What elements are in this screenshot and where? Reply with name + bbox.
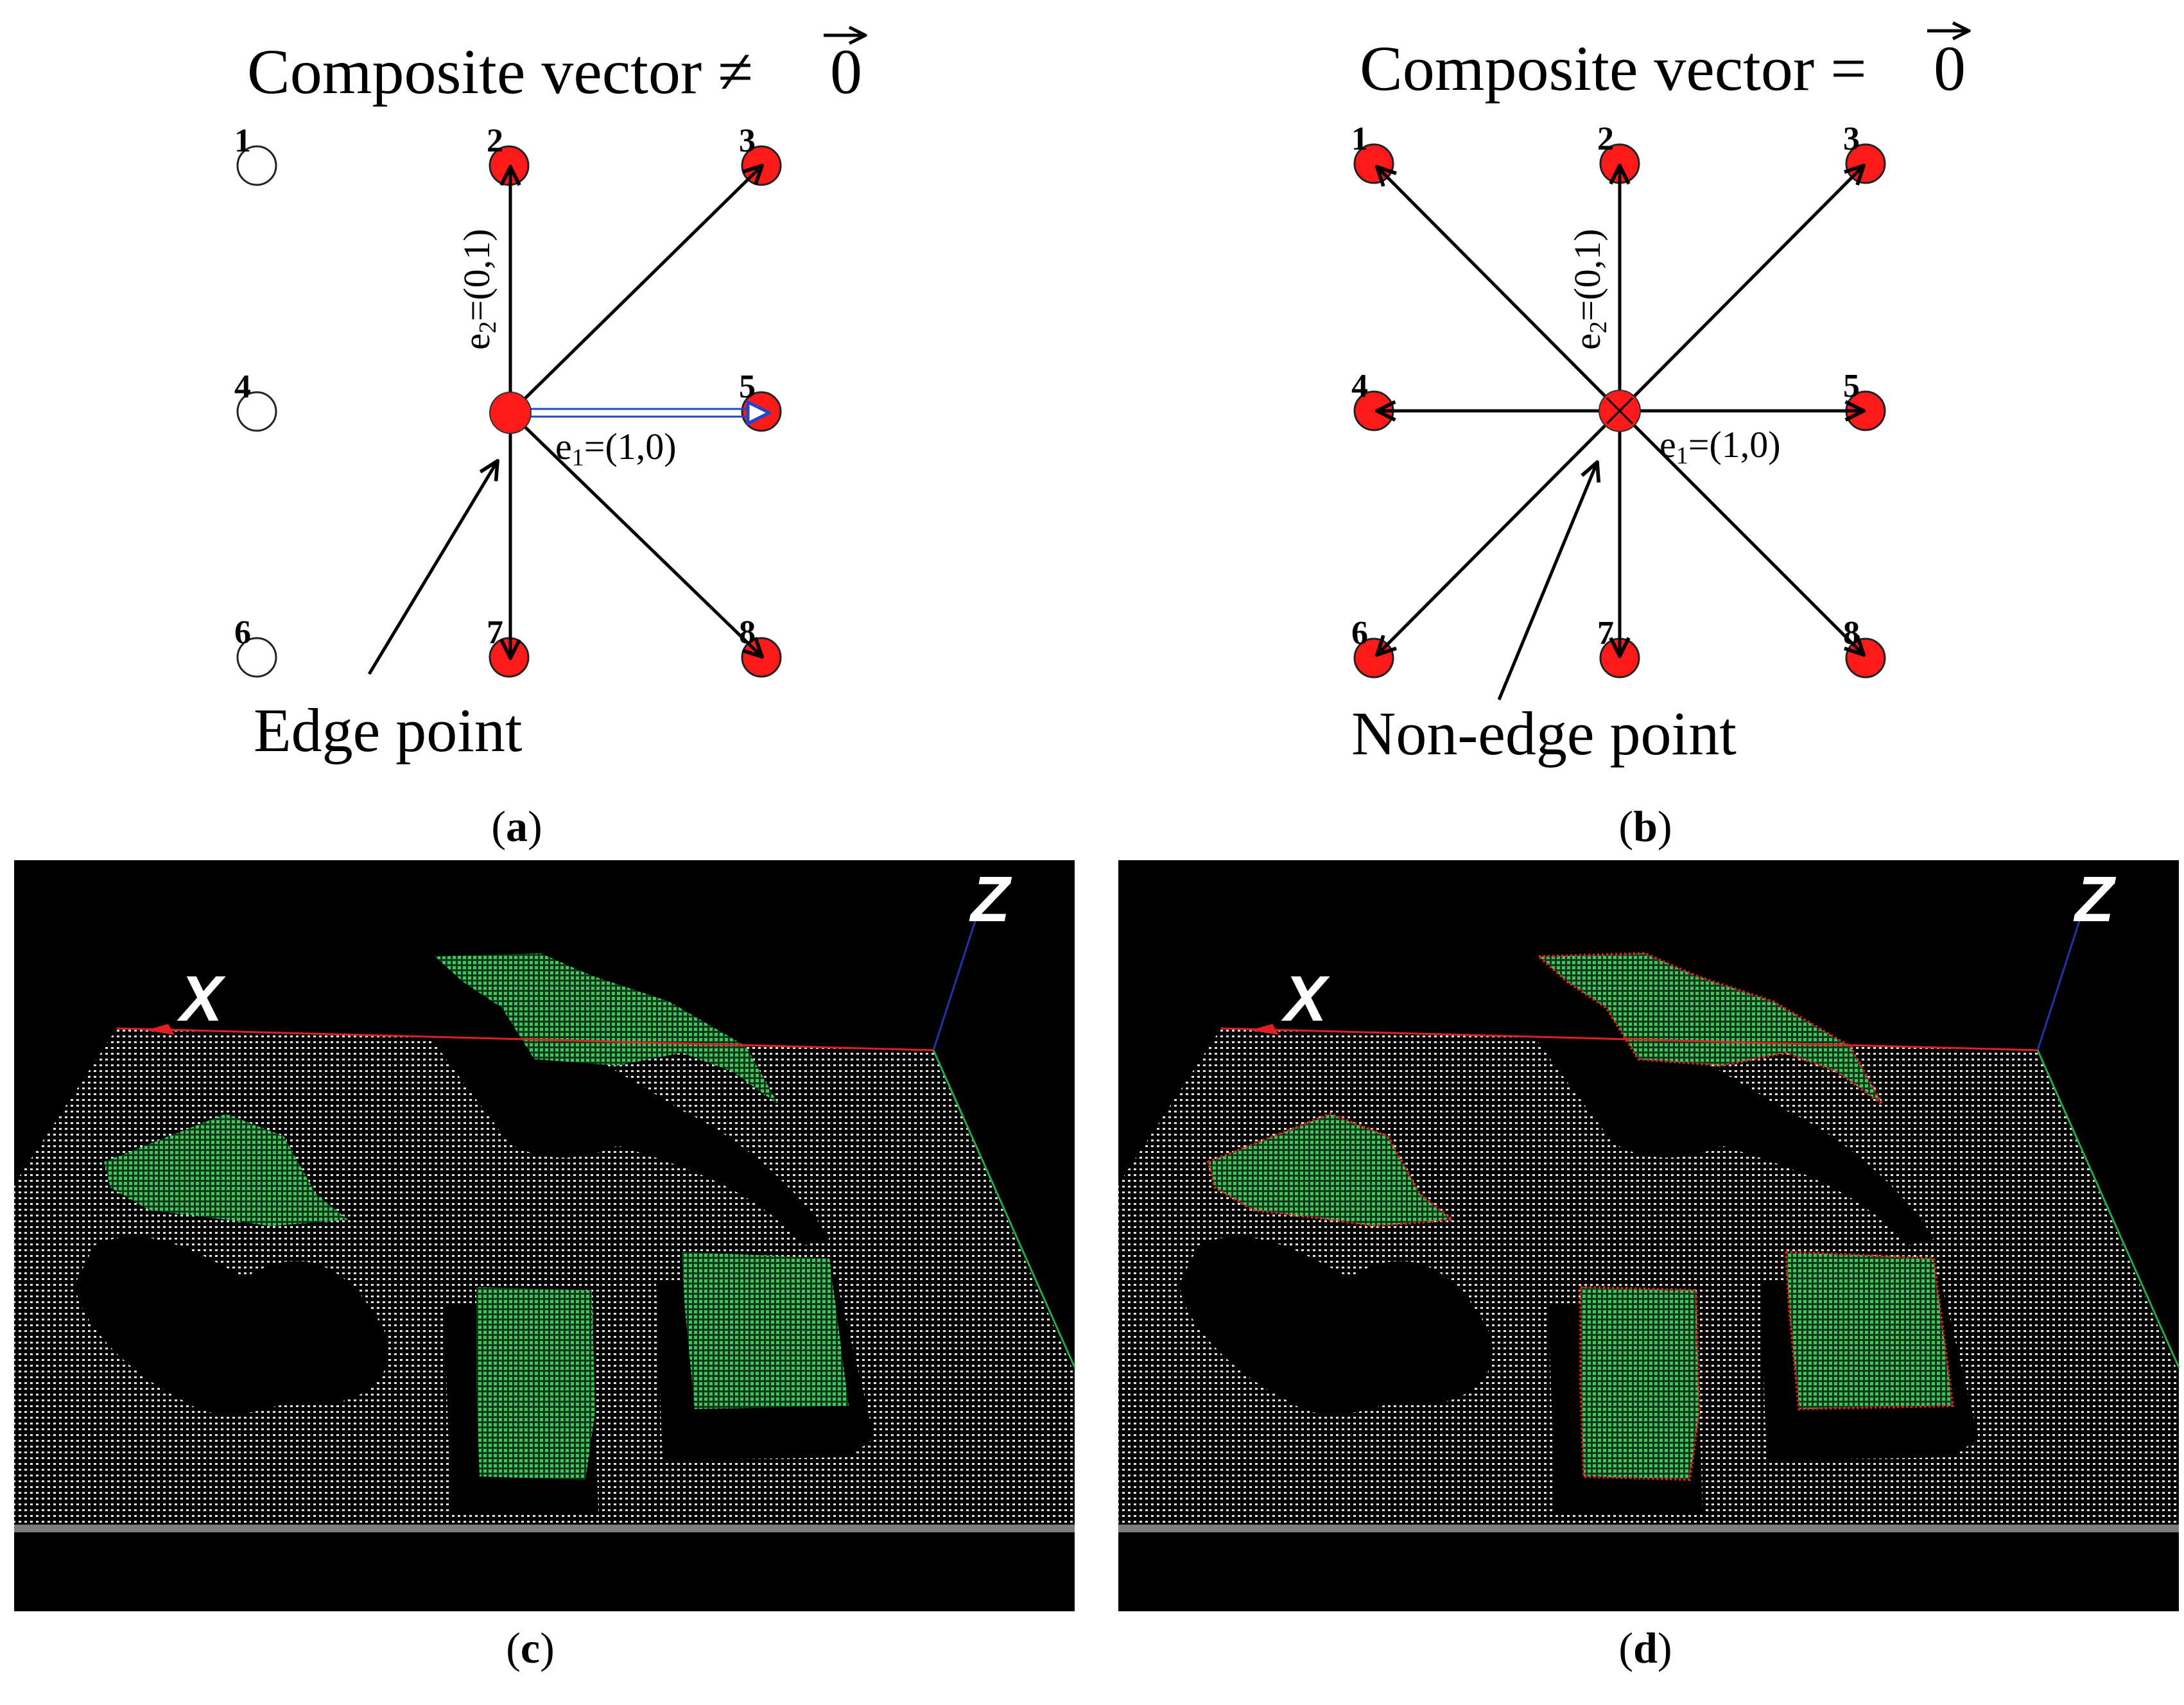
zero-vector-symbol: 0 bbox=[830, 36, 862, 107]
neighbor-number-8: 8 bbox=[1843, 615, 1860, 652]
neighbor-point-1 bbox=[236, 145, 277, 186]
y-axis-line bbox=[2036, 1050, 2180, 1368]
caption-d: (d) bbox=[1618, 1623, 1672, 1672]
z-axis-label: Z bbox=[969, 863, 1012, 935]
neighbor-number-4: 4 bbox=[1351, 368, 1368, 404]
panel-b-title: Composite vector = bbox=[1360, 33, 1867, 104]
neighbor-number-6: 6 bbox=[234, 614, 251, 651]
x-axis-marker bbox=[146, 1024, 175, 1035]
object-points bbox=[682, 1252, 849, 1409]
neighbor-number-7: 7 bbox=[487, 614, 503, 651]
plane-edge bbox=[14, 1525, 1075, 1532]
neighbor-number-3: 3 bbox=[1843, 121, 1860, 157]
arrow-to-8 bbox=[1618, 410, 1864, 655]
object-points bbox=[1208, 1114, 1452, 1226]
object-points bbox=[1539, 953, 1882, 1104]
panel-a-title: Composite vector ≠ bbox=[247, 36, 753, 107]
point-cloud-d: XZ bbox=[1118, 860, 2180, 1611]
arrow-to-6 bbox=[1377, 410, 1621, 655]
arrow-to-3 bbox=[1618, 166, 1864, 412]
neighbor-point-4 bbox=[236, 391, 277, 432]
center-cross-icon bbox=[1606, 397, 1634, 425]
z-axis-line bbox=[2036, 904, 2086, 1051]
caption-c: (c) bbox=[506, 1623, 555, 1672]
panel-b-arrows bbox=[1377, 166, 1864, 700]
non-edge-point-label: Non-edge point bbox=[1351, 699, 1737, 768]
neighbor-number-4: 4 bbox=[234, 368, 251, 405]
object-points bbox=[104, 1114, 348, 1226]
panel-a-arrows bbox=[367, 166, 767, 675]
plane-edge bbox=[1118, 1525, 2179, 1532]
object-points bbox=[1786, 1252, 1953, 1409]
neighbor-number-6: 6 bbox=[1351, 615, 1368, 652]
center-point bbox=[489, 392, 532, 434]
object-points bbox=[476, 1287, 595, 1480]
e1-label: e1=(1,0) bbox=[555, 426, 677, 471]
x-axis-line bbox=[1220, 1027, 2038, 1052]
z-axis-line bbox=[932, 904, 982, 1051]
panel-b-zero-vector: 0 bbox=[1927, 31, 1969, 104]
edge-point-label: Edge point bbox=[254, 696, 523, 765]
neighbor-number-2: 2 bbox=[1597, 121, 1614, 157]
edge-points bbox=[1784, 1250, 1955, 1411]
edge-points bbox=[1535, 951, 1884, 1105]
e1-label: e1=(1,0) bbox=[1660, 424, 1781, 469]
arrow-to-8 bbox=[509, 411, 762, 657]
e2-label: e2=(0,1) bbox=[456, 229, 501, 350]
x-axis-marker bbox=[1250, 1024, 1279, 1035]
object-points bbox=[1581, 1287, 1699, 1480]
neighbor-number-8: 8 bbox=[739, 614, 756, 651]
occlusion-shadow bbox=[399, 963, 829, 1245]
arrow-to-3 bbox=[509, 166, 762, 414]
neighbor-number-3: 3 bbox=[739, 123, 756, 159]
edge-points bbox=[1579, 1285, 1701, 1482]
panel-a-zero-vector: 0 bbox=[824, 35, 865, 107]
neighbor-number-1: 1 bbox=[1351, 121, 1368, 157]
neighbor-number-5: 5 bbox=[1843, 368, 1860, 404]
neighbor-number-5: 5 bbox=[739, 368, 756, 405]
caption-b: (b) bbox=[1618, 802, 1672, 851]
neighbor-number-1: 1 bbox=[234, 123, 251, 159]
non-edge-point-pointer bbox=[1497, 462, 1597, 700]
z-axis-label: Z bbox=[2073, 863, 2117, 935]
panel-b: Composite vector = 0 1 2 3 4 5 6 7 8 e1=(1,0) e… bbox=[1351, 31, 1969, 851]
zero-vector-symbol: 0 bbox=[1934, 33, 1966, 104]
arrow-to-1 bbox=[1377, 167, 1621, 412]
edge-points bbox=[1206, 1112, 1456, 1228]
object-points bbox=[435, 953, 778, 1104]
x-axis-label: X bbox=[1281, 963, 1330, 1035]
neighbor-number-7: 7 bbox=[1597, 615, 1614, 652]
panel-d: XZ (d) bbox=[1118, 860, 2180, 1672]
panel-a: Composite vector ≠ 0 1 2 3 4 5 6 7 8 e1=(1,0) e… bbox=[234, 35, 865, 851]
edge-point-pointer bbox=[367, 461, 498, 675]
occlusion-shadow bbox=[1504, 963, 1934, 1245]
x-axis-label: X bbox=[177, 963, 226, 1035]
occlusion-shadow bbox=[1179, 1236, 1493, 1415]
caption-a: (a) bbox=[491, 802, 542, 851]
panel-c: XZ (c) bbox=[14, 860, 1076, 1672]
occlusion-shadow bbox=[75, 1236, 389, 1415]
point-cloud-c: XZ bbox=[14, 860, 1076, 1611]
neighbor-point-6 bbox=[236, 637, 277, 678]
e2-label: e2=(0,1) bbox=[1566, 229, 1612, 350]
neighbor-number-2: 2 bbox=[487, 123, 503, 159]
y-axis-line bbox=[932, 1050, 1076, 1368]
x-axis-line bbox=[116, 1027, 934, 1052]
